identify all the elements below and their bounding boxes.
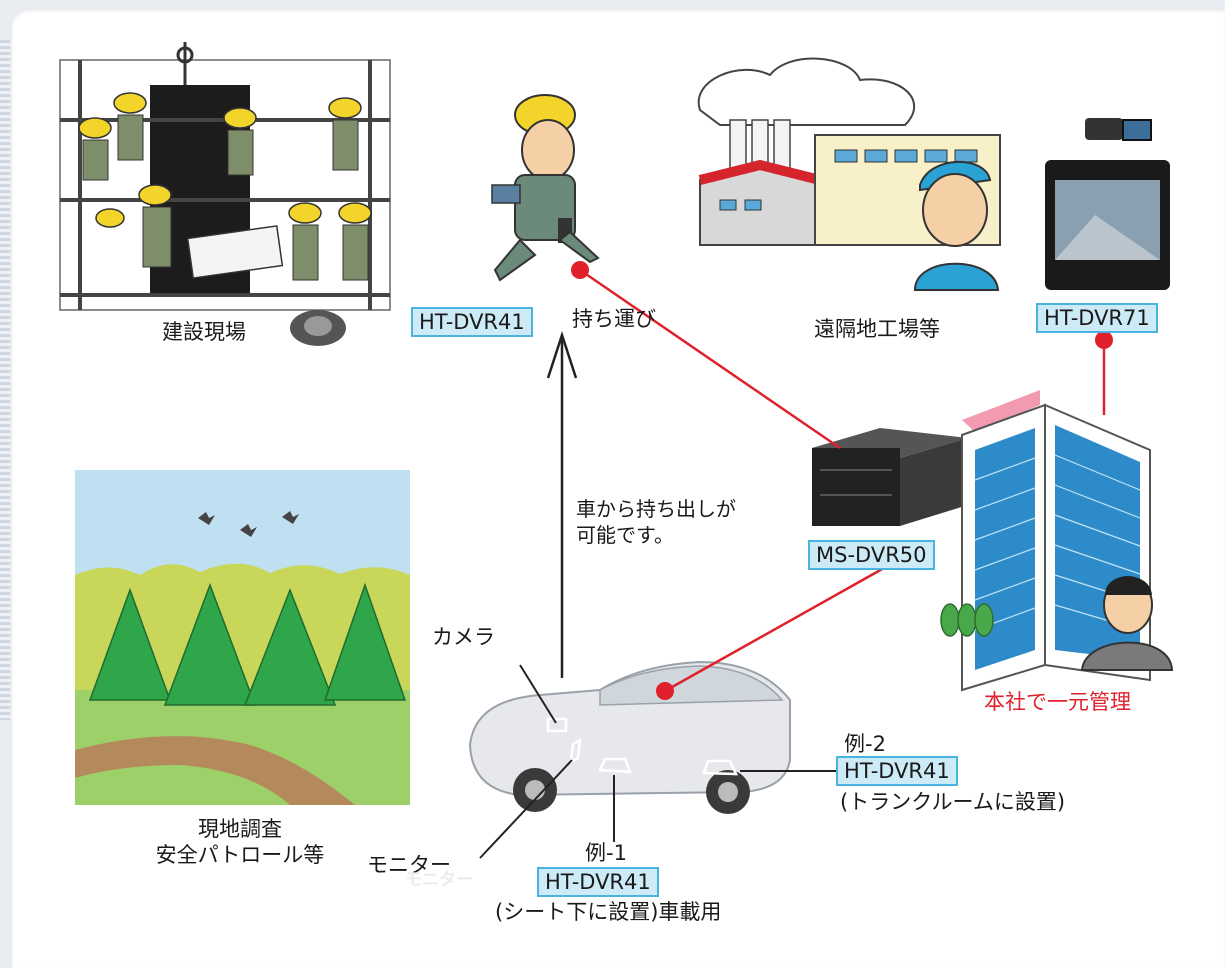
monitor-label: モニター <box>367 853 451 877</box>
portable-model-label: HT-DVR41 <box>411 307 533 337</box>
construction-site-label: 建設現場 <box>162 320 246 344</box>
vehicle-connection-dot <box>656 682 674 700</box>
example1-title: 例-1 <box>585 841 627 865</box>
car-cutaway-illustration <box>468 660 791 814</box>
video-recorder-monitor-illustration <box>1045 118 1170 290</box>
forest-illustration <box>75 470 410 805</box>
example2-model-label: HT-DVR41 <box>836 756 958 786</box>
carry-out-line1: 車から持ち出しが <box>576 497 736 521</box>
walking-worker-illustration <box>491 94 600 282</box>
example1-model-label: HT-DVR41 <box>537 867 659 897</box>
server-model-label: MS-DVR50 <box>808 540 935 570</box>
carry-out-line2: 可能です。 <box>576 523 674 547</box>
rack-server-illustration <box>812 428 968 526</box>
survey-line1: 現地調査 <box>198 817 282 841</box>
car-watermark: モニター <box>405 870 473 890</box>
hq-connection-dot <box>1095 331 1113 349</box>
left-stripe-decoration <box>0 40 10 720</box>
hq-management-label: 本社で一元管理 <box>984 690 1131 714</box>
survey-line2: 安全パトロール等 <box>155 843 325 867</box>
construction-site-illustration <box>59 42 391 346</box>
factory-label: 遠隔地工場等 <box>814 317 940 341</box>
portable-text-label: 持ち運び <box>572 307 656 331</box>
example1-note: (シート下に設置)車載用 <box>495 900 722 924</box>
example2-note: (トランクルームに設置) <box>840 790 1066 814</box>
connection-lines <box>479 261 1113 859</box>
portable-connection-dot <box>571 261 589 279</box>
bird-icons <box>198 511 299 537</box>
camera-label: カメラ <box>432 625 495 649</box>
hq-model-label: HT-DVR71 <box>1036 303 1158 333</box>
factory-illustration <box>697 57 1001 291</box>
example2-title: 例-2 <box>844 732 886 756</box>
office-building-illustration <box>940 390 1174 692</box>
